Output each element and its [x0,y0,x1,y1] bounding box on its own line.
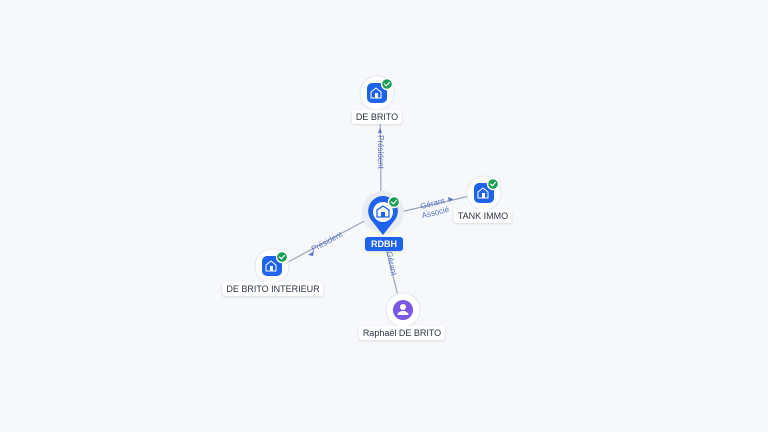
node-de-brito[interactable] [359,75,395,111]
building-icon [477,187,489,199]
node-tank-immo[interactable] [466,175,502,211]
arrow-debrito [378,128,382,133]
label-de-brito[interactable]: DE BRITO [351,110,403,124]
edge-rdbh-tank [399,195,471,213]
center-node-rdbh[interactable] [362,191,404,235]
verified-badge [486,177,500,191]
edge-rdbh-raphael [385,247,399,297]
building-icon [370,87,382,99]
edge-rdbh-interieur [287,217,371,263]
node-raphael-de-brito[interactable] [385,292,421,328]
edge-label-debrito: Président [376,135,385,170]
arrow-tank [448,197,453,202]
label-de-brito-interieur[interactable]: DE BRITO INTERIEUR [222,282,324,296]
verified-badge [380,77,394,91]
label-rdbh[interactable]: RDBH [365,237,403,251]
verified-badge [387,195,401,209]
arrow-interieur [308,251,314,256]
person-icon [397,304,409,315]
edge-label-interieur: Président [310,230,345,254]
node-de-brito-interieur[interactable] [254,248,290,284]
building-icon [265,260,277,272]
edge-label-raphael: Gérant [385,251,399,278]
building-icon [376,205,390,218]
label-raphael-de-brito[interactable]: Raphaël DE BRITO [358,326,446,340]
label-tank-immo[interactable]: TANK IMMO [453,209,513,223]
verified-badge [275,250,289,264]
